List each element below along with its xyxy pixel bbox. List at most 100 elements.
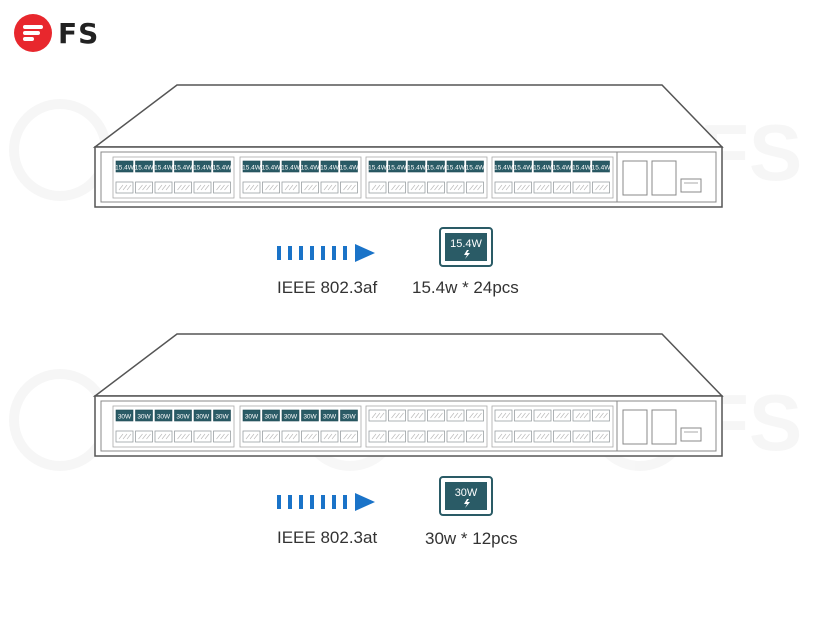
- ethernet-port: [533, 430, 552, 443]
- lightning-bolt-icon: [464, 250, 470, 259]
- poe-port-label: 15.4W: [592, 165, 612, 172]
- port-hatch: [595, 412, 608, 419]
- poe-port-label: 15.4W: [368, 165, 388, 172]
- poe-port-label: 15.4W: [340, 165, 360, 172]
- port-hatch: [196, 433, 210, 440]
- ethernet-port: [388, 181, 406, 194]
- lightning-bolt-icon: [464, 499, 470, 508]
- arrow-dash: [288, 246, 292, 260]
- poe-port-label: 15.4W: [193, 165, 213, 172]
- port-hatch: [556, 412, 569, 419]
- ethernet-port: [514, 181, 532, 194]
- result-label-af: 15.4w * 24pcs: [412, 278, 519, 297]
- ethernet-port: [262, 430, 280, 443]
- poe-port: [213, 409, 231, 422]
- port-hatch: [371, 412, 385, 419]
- ethernet-port: [514, 409, 532, 422]
- arrow-dash: [310, 246, 314, 260]
- ethernet-port: [427, 181, 445, 194]
- standard-label-af: IEEE 802.3af: [277, 278, 378, 297]
- ethernet-port: [368, 181, 387, 194]
- port-hatch: [265, 433, 278, 440]
- arrow-dash: [332, 246, 336, 260]
- ethernet-port: [466, 409, 484, 422]
- ethernet-port: [301, 181, 319, 194]
- port-hatch: [410, 184, 424, 191]
- port-hatch: [343, 184, 356, 191]
- poe-port-label: 15.4W: [446, 165, 466, 172]
- arrow-dash: [310, 495, 314, 509]
- poe-port: [281, 409, 300, 422]
- ethernet-port: [553, 430, 571, 443]
- poe-port-label: 30W: [284, 414, 298, 421]
- port-hatch: [517, 412, 530, 419]
- arrow-dash: [321, 246, 325, 260]
- poe-port: [242, 409, 261, 422]
- poe-port: [154, 409, 173, 422]
- poe-port: [193, 409, 212, 422]
- ethernet-port: [388, 409, 406, 422]
- port-hatch: [304, 184, 317, 191]
- poe-port-label: 15.4W: [213, 165, 233, 172]
- poe-port: [301, 409, 319, 422]
- poe-port: [514, 160, 532, 173]
- ethernet-port: [115, 181, 134, 194]
- port-hatch: [536, 412, 550, 419]
- poe-port-label: 15.4W: [115, 165, 135, 172]
- power-icon-fill: [445, 233, 487, 261]
- port-hatch: [449, 412, 463, 419]
- port-hatch: [138, 433, 151, 440]
- ethernet-port: [533, 409, 552, 422]
- ethernet-port: [572, 409, 591, 422]
- ethernet-port: [446, 409, 465, 422]
- console-port-icon: [680, 427, 702, 442]
- port-hatch: [343, 433, 356, 440]
- ethernet-port: [494, 409, 513, 422]
- ethernet-port: [154, 181, 173, 194]
- port-hatch: [177, 433, 190, 440]
- arrow-dash: [299, 246, 303, 260]
- ethernet-port: [115, 430, 134, 443]
- poe-port: [533, 160, 552, 173]
- port-hatch: [517, 433, 530, 440]
- ethernet-port: [193, 430, 212, 443]
- sfp-port: [651, 409, 677, 445]
- port-hatch: [138, 184, 151, 191]
- poe-port: [213, 160, 231, 173]
- ethernet-port: [213, 181, 231, 194]
- ethernet-port: [446, 430, 465, 443]
- poe-port: [301, 160, 319, 173]
- port-hatch: [323, 433, 337, 440]
- poe-port-label: 15.4W: [388, 165, 408, 172]
- poe-port-label: 15.4W: [466, 165, 486, 172]
- port-hatch: [265, 184, 278, 191]
- arrow-dash: [321, 495, 325, 509]
- ethernet-port: [135, 181, 153, 194]
- arrow-dash: [332, 495, 336, 509]
- ethernet-port: [388, 430, 406, 443]
- ethernet-port: [174, 181, 192, 194]
- poe-port-label: 30W: [342, 414, 356, 421]
- power-icon-fill: [445, 482, 487, 510]
- poe-port: [592, 160, 610, 173]
- ethernet-port: [592, 409, 610, 422]
- power-icon-label: 15.4W: [450, 238, 482, 250]
- poe-port: [407, 160, 426, 173]
- switch-lid: [92, 84, 724, 148]
- standard-label-at: IEEE 802.3at: [277, 528, 378, 547]
- ethernet-port: [553, 409, 571, 422]
- poe-port-label: 15.4W: [494, 165, 514, 172]
- poe-port: [242, 160, 261, 173]
- port-group-frame: [365, 405, 488, 448]
- poe-port: [135, 160, 153, 173]
- port-hatch: [216, 184, 229, 191]
- ethernet-port: [466, 181, 484, 194]
- port-hatch: [469, 412, 482, 419]
- poe-port: [466, 160, 484, 173]
- port-group-frame: [112, 156, 235, 199]
- port-hatch: [449, 184, 463, 191]
- port-hatch: [517, 184, 530, 191]
- poe-port-label: 15.4W: [427, 165, 447, 172]
